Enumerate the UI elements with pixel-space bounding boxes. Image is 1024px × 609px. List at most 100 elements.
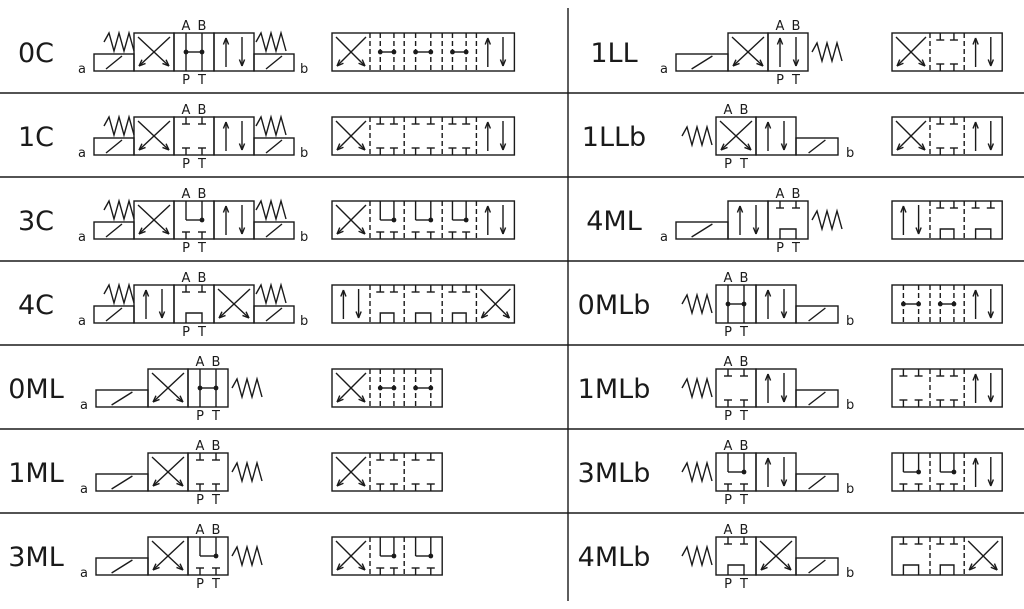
port-T-label: T xyxy=(197,325,206,340)
port-P-label: P xyxy=(776,73,784,88)
solenoid-icon xyxy=(253,221,295,240)
port-P-label: P xyxy=(724,493,732,508)
port-A-label: A xyxy=(724,355,733,370)
port-a-label: a xyxy=(80,398,88,413)
spring-icon xyxy=(681,544,713,568)
port-b-label: b xyxy=(300,314,308,329)
port-P-label: P xyxy=(182,157,190,172)
port-T-label: T xyxy=(739,157,748,172)
spring-icon xyxy=(231,544,263,568)
transition-symbol xyxy=(331,536,443,576)
port-P-label: P xyxy=(196,493,204,508)
spring-icon xyxy=(255,282,287,306)
port-A-label: A xyxy=(724,271,733,286)
solenoid-icon xyxy=(795,473,839,492)
port-P-label: P xyxy=(724,577,732,592)
valve-code: 0C xyxy=(18,38,54,69)
port-P-label: P xyxy=(196,577,204,592)
port-B-label: B xyxy=(198,271,207,286)
valve-code: 4MLb xyxy=(578,542,651,573)
transition-symbol xyxy=(891,32,1003,72)
port-A-label: A xyxy=(182,19,191,34)
port-A-label: A xyxy=(724,103,733,118)
port-A-label: A xyxy=(182,271,191,286)
port-B-label: B xyxy=(198,19,207,34)
valve-code: 4ML xyxy=(586,206,642,237)
port-T-label: T xyxy=(791,73,800,88)
spring-icon xyxy=(231,460,263,484)
valve-code: 3C xyxy=(18,206,54,237)
port-B-label: B xyxy=(198,103,207,118)
spring-icon xyxy=(811,40,843,64)
spring-icon xyxy=(681,292,713,316)
port-b-label: b xyxy=(846,314,854,329)
port-A-label: A xyxy=(724,439,733,454)
valve-code: 3MLb xyxy=(578,458,651,489)
spring-icon xyxy=(681,460,713,484)
port-T-label: T xyxy=(739,325,748,340)
spring-icon xyxy=(103,282,135,306)
port-P-label: P xyxy=(776,241,784,256)
port-B-label: B xyxy=(198,187,207,202)
port-A-label: A xyxy=(196,439,205,454)
spring-icon xyxy=(255,114,287,138)
port-P-label: P xyxy=(724,409,732,424)
transition-symbol xyxy=(891,368,1003,408)
port-B-label: B xyxy=(740,103,749,118)
port-B-label: B xyxy=(792,187,801,202)
transition-symbol xyxy=(331,452,443,492)
port-T-label: T xyxy=(197,241,206,256)
port-A-label: A xyxy=(182,103,191,118)
port-P-label: P xyxy=(182,325,190,340)
port-T-label: T xyxy=(197,73,206,88)
spring-icon xyxy=(103,30,135,54)
port-A-label: A xyxy=(776,187,785,202)
valve-code: 0ML xyxy=(8,374,64,405)
port-a-label: a xyxy=(78,314,86,329)
port-B-label: B xyxy=(740,523,749,538)
port-A-label: A xyxy=(196,523,205,538)
port-B-label: B xyxy=(740,439,749,454)
solenoid-icon xyxy=(795,305,839,324)
spring-icon xyxy=(255,30,287,54)
valve-code: 0MLb xyxy=(578,290,651,321)
port-T-label: T xyxy=(739,409,748,424)
port-B-label: B xyxy=(740,271,749,286)
transition-symbol xyxy=(331,368,443,408)
port-B-label: B xyxy=(740,355,749,370)
valve-code: 1MLb xyxy=(578,374,651,405)
port-b-label: b xyxy=(846,146,854,161)
port-B-label: B xyxy=(212,355,221,370)
port-P-label: P xyxy=(196,409,204,424)
transition-symbol xyxy=(891,284,1003,324)
port-A-label: A xyxy=(724,523,733,538)
port-T-label: T xyxy=(211,577,220,592)
solenoid-icon xyxy=(253,305,295,324)
spring-icon xyxy=(255,198,287,222)
port-P-label: P xyxy=(724,325,732,340)
port-T-label: T xyxy=(211,493,220,508)
port-A-label: A xyxy=(182,187,191,202)
valve-code: 4C xyxy=(18,290,54,321)
spring-icon xyxy=(231,376,263,400)
port-T-label: T xyxy=(211,409,220,424)
port-a-label: a xyxy=(660,230,668,245)
transition-symbol xyxy=(331,32,516,72)
spring-icon xyxy=(681,124,713,148)
port-b-label: b xyxy=(846,566,854,581)
valve-code: 1ML xyxy=(8,458,64,489)
